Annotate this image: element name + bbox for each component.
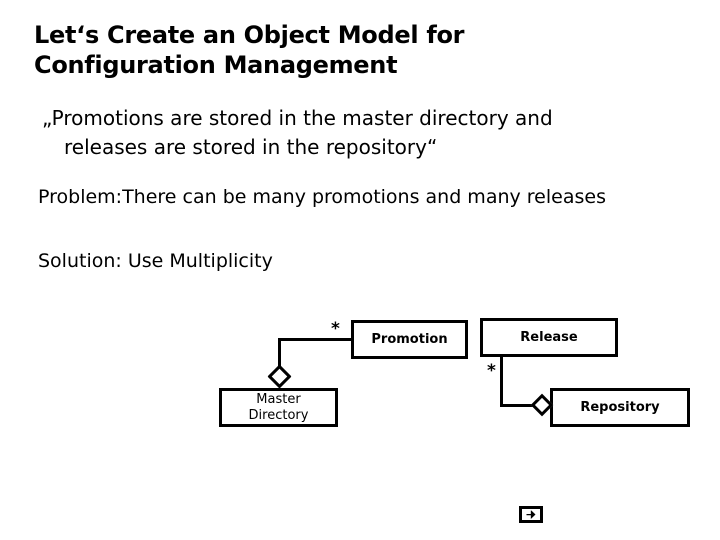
association-line-masterdir-promotion-horizontal — [278, 338, 353, 341]
multiplicity-release: * — [487, 361, 496, 381]
pointer-glyph-icon — [526, 510, 536, 519]
uml-class-promotion[interactable]: Promotion — [351, 320, 468, 359]
uml-class-promotion-label: Promotion — [371, 332, 448, 347]
problem-statement: Problem:There can be many promotions and… — [38, 186, 606, 208]
uml-class-master-directory[interactable]: Master Directory — [219, 388, 338, 427]
uml-class-repository[interactable]: Repository — [550, 388, 690, 427]
slide-quote: „Promotions are stored in the master dir… — [42, 104, 682, 162]
aggregation-diamond-master-directory — [267, 364, 292, 389]
pointer-badge-icon[interactable] — [519, 506, 543, 523]
slide-title: Let‘s Create an Object Model for Configu… — [34, 21, 465, 79]
uml-class-repository-label: Repository — [580, 400, 660, 415]
multiplicity-promotion: * — [331, 319, 340, 339]
solution-statement: Solution: Use Multiplicity — [38, 250, 273, 272]
uml-class-release-label: Release — [520, 330, 578, 345]
association-line-release-repository-vertical — [500, 355, 503, 407]
quote-line-2: releases are stored in the repository“ — [64, 135, 438, 159]
uml-class-release[interactable]: Release — [480, 318, 618, 357]
uml-class-master-directory-label: Master Directory — [248, 391, 309, 423]
association-line-masterdir-promotion-vertical — [278, 338, 281, 374]
quote-line-1: „Promotions are stored in the master dir… — [42, 106, 553, 130]
association-line-release-repository-horizontal — [500, 404, 552, 407]
